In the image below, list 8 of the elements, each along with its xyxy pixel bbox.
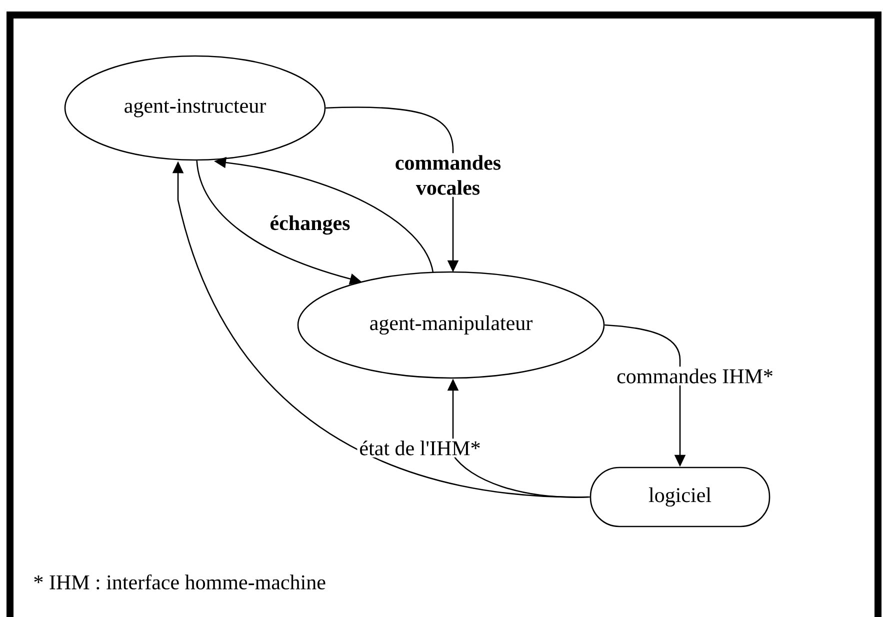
edge-label: échanges	[268, 213, 352, 237]
ellipse-node: agent-instructeur	[64, 55, 326, 161]
footnote: * IHM : interface homme-machine	[34, 574, 326, 590]
edge-label: commandes vocales	[381, 153, 515, 197]
ellipse-node: agent-manipulateur	[297, 271, 605, 379]
edge-label: commandes IHM*	[614, 366, 776, 386]
rounded-box: logiciel	[590, 466, 770, 528]
edge-label: état de l'IHM*	[357, 438, 483, 458]
